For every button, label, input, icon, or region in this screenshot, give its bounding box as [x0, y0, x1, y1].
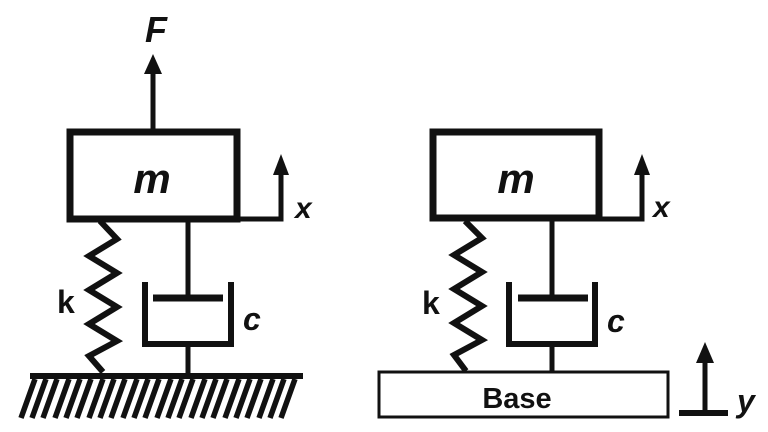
displacement-arrowhead-icon [634, 154, 650, 175]
base-block [377, 370, 670, 419]
displacement-label-y: y [735, 383, 757, 419]
damper-label: c [243, 301, 261, 337]
mass-block [429, 128, 603, 222]
ground-hatch-icon [18, 378, 298, 419]
spring-label: k [57, 284, 75, 320]
spring [83, 218, 124, 374]
damper [142, 219, 234, 374]
displacement-label-x: x [293, 192, 313, 225]
displacement-arrow-x [238, 154, 289, 222]
damper-cylinder [506, 282, 598, 347]
force-arrow [144, 54, 162, 130]
spring-label: k [422, 285, 440, 321]
damper [506, 219, 598, 373]
mass-block [66, 128, 241, 223]
force-label: F [145, 9, 168, 50]
damper-label: c [607, 303, 625, 339]
force-arrowhead-icon [144, 54, 162, 74]
displacement-arrowhead-icon [273, 154, 289, 175]
mass-label: m [133, 155, 170, 202]
right-system: m x k c Base [377, 128, 757, 419]
displacement-label-x: x [651, 191, 671, 224]
spring [448, 218, 489, 373]
base-label: Base [482, 383, 551, 415]
ground [18, 373, 303, 419]
mass-label: m [497, 155, 534, 202]
displacement-arrow-x [600, 154, 650, 222]
base-arrowhead-icon [696, 342, 714, 363]
damper-cylinder [142, 282, 234, 347]
left-system: F m x k c [18, 9, 313, 419]
displacement-arrow-y [679, 342, 728, 416]
